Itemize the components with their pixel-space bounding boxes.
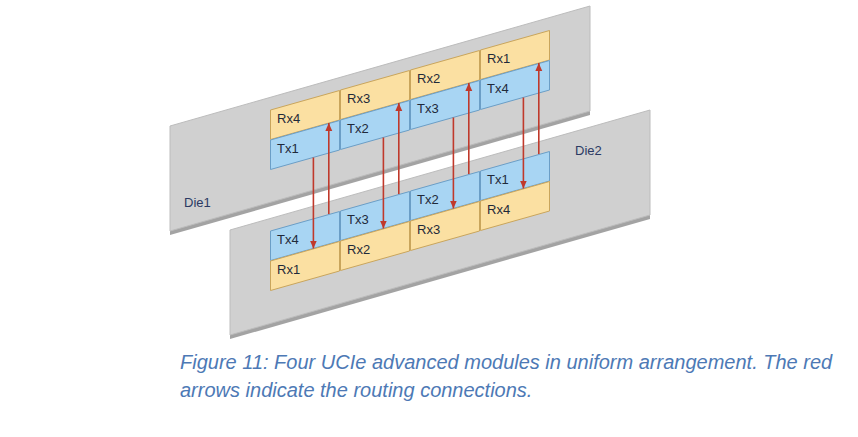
- routing-arrow: [453, 118, 455, 209]
- module-label: Rx1: [487, 51, 510, 66]
- module-label: Rx2: [347, 242, 370, 257]
- figure-caption: Figure 11: Four UCIe advanced modules in…: [180, 348, 850, 404]
- routing-arrow: [468, 83, 470, 174]
- module-label: Rx3: [417, 222, 440, 237]
- module-label: Rx4: [487, 202, 510, 217]
- die-label: Die2: [575, 143, 602, 158]
- tx-module: Tx4: [480, 60, 550, 110]
- module-label: Tx4: [487, 81, 509, 96]
- tx-module: Tx3: [410, 80, 480, 130]
- routing-arrow: [538, 63, 540, 154]
- rx-module: Rx2: [340, 221, 410, 271]
- routing-arrow: [523, 98, 525, 189]
- routing-arrow: [313, 158, 315, 249]
- rx-module: Rx3: [410, 201, 480, 251]
- module-label: Tx2: [347, 121, 369, 136]
- module-label: Rx4: [277, 111, 300, 126]
- rx-module: Rx4: [480, 181, 550, 231]
- module-label: Tx1: [487, 172, 509, 187]
- module-label: Rx3: [347, 91, 370, 106]
- module-label: Tx3: [417, 101, 439, 116]
- module-label: Tx4: [277, 232, 299, 247]
- routing-arrow: [383, 138, 385, 229]
- tx-module: Tx2: [340, 100, 410, 150]
- rx-module: Rx1: [270, 241, 340, 291]
- die-label: Die1: [184, 195, 211, 210]
- module-label: Rx1: [277, 262, 300, 277]
- routing-arrow: [398, 103, 400, 194]
- module-label: Tx3: [347, 212, 369, 227]
- module-label: Tx1: [277, 141, 299, 156]
- routing-arrow: [328, 123, 330, 214]
- module-label: Rx2: [417, 71, 440, 86]
- module-label: Tx2: [417, 192, 439, 207]
- tx-module: Tx1: [270, 120, 340, 170]
